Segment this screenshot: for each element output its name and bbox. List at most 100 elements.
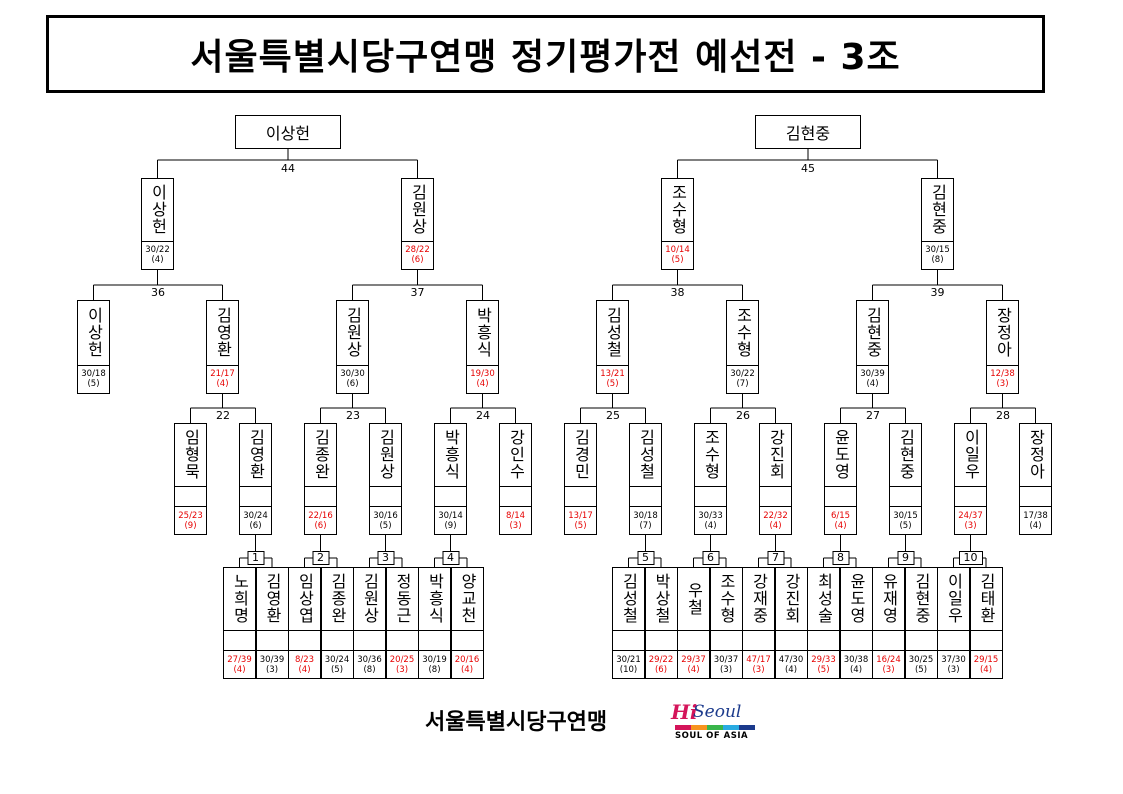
player-score: 24/37 <box>958 510 983 521</box>
match-number: 8 <box>832 551 849 565</box>
player-high-run: (4) <box>1029 520 1042 531</box>
player-score-cell: 30/16(5) <box>370 506 401 534</box>
player-name: 이일우 <box>944 573 964 625</box>
player-blank-cell <box>955 485 986 506</box>
player-high-run: (3) <box>719 664 733 675</box>
player-name-cell: 김현중 <box>857 301 888 365</box>
player-score-cell: 20/16(4) <box>451 650 483 678</box>
player-high-run: (5) <box>574 520 587 531</box>
player-score-cell: 25/23(9) <box>175 506 206 534</box>
match-number: 2 <box>312 551 329 565</box>
player-high-run: (4) <box>769 520 782 531</box>
player-high-run: (5) <box>914 664 928 675</box>
player-card: 조수형 10/14(5) <box>661 178 694 270</box>
player-card: 이일우 37/30(3) <box>937 567 970 679</box>
player-score: 22/16 <box>308 510 333 521</box>
player-high-run: (9) <box>444 520 457 531</box>
match-number: 7 <box>767 551 784 565</box>
player-name: 조수형 <box>668 184 688 236</box>
player-score-cell: 29/15(4) <box>970 650 1002 678</box>
player-blank-cell <box>500 485 531 506</box>
page-title: 서울특별시당구연맹 정기평가전 예선전 - 3조 <box>190 37 901 78</box>
player-name: 김현중 <box>928 184 948 236</box>
player-blank-cell <box>1020 485 1051 506</box>
player-blank-cell <box>240 485 271 506</box>
player-high-run: (6) <box>314 520 327 531</box>
player-name-cell: 장정아 <box>987 301 1018 365</box>
player-score-cell: 30/18(7) <box>630 506 661 534</box>
player-high-run: (6) <box>654 664 668 675</box>
player-name-cell: 임형묵 <box>175 424 206 486</box>
player-score: 30/18 <box>633 510 658 521</box>
player-blank-cell <box>970 629 1002 650</box>
match-number: 5 <box>637 551 654 565</box>
player-score-cell: 30/19(8) <box>419 650 450 678</box>
player-high-run: (4) <box>866 379 879 390</box>
player-name: 박흥식 <box>473 307 493 359</box>
player-score: 19/30 <box>470 369 495 380</box>
player-high-run: (4) <box>298 664 311 675</box>
match-number: 4 <box>442 551 459 565</box>
player-name: 김경민 <box>571 429 591 481</box>
player-name-cell: 정동근 <box>387 568 418 630</box>
player-score: 13/21 <box>600 369 625 380</box>
player-name-cell: 김원상 <box>370 424 401 486</box>
player-score: 29/22 <box>648 654 674 665</box>
player-name: 김원상 <box>376 429 396 481</box>
player-score: 29/33 <box>811 654 836 665</box>
player-name: 김성철 <box>603 307 623 359</box>
player-high-run: (9) <box>184 520 197 531</box>
player-score-cell: 30/15(5) <box>890 506 921 534</box>
player-score: 30/18 <box>81 369 106 380</box>
player-score: 47/30 <box>778 654 804 665</box>
player-score: 20/16 <box>454 654 480 665</box>
match-number: 1 <box>247 551 264 565</box>
player-score-cell: 37/30(3) <box>938 650 969 678</box>
player-name-cell: 강진회 <box>760 424 791 486</box>
player-high-run: (10) <box>619 664 638 675</box>
player-name: 김원상 <box>408 184 428 236</box>
player-score: 22/32 <box>763 510 788 521</box>
player-score-cell: 10/14(5) <box>662 240 693 269</box>
logo-hi-text: Hi <box>671 700 698 724</box>
player-high-run: (3) <box>752 664 765 675</box>
player-name-cell: 김영환 <box>240 424 271 486</box>
player-name-cell: 김영환 <box>207 301 238 365</box>
player-high-run: (4) <box>784 664 798 675</box>
player-blank-cell <box>370 485 401 506</box>
player-score-cell: 13/21(5) <box>597 364 628 393</box>
player-name-cell: 윤도영 <box>841 568 872 630</box>
player-score-cell: 30/14(9) <box>435 506 466 534</box>
player-score-cell: 30/24(6) <box>240 506 271 534</box>
player-score: 25/23 <box>178 510 203 521</box>
player-name-cell: 박상철 <box>646 568 677 630</box>
hi-seoul-logo: Hi Seoul SOUL OF ASIA <box>671 700 761 744</box>
player-score-cell: 16/24(3) <box>873 650 904 678</box>
player-score: 29/15 <box>973 654 999 665</box>
player-score-cell: 29/37(4) <box>678 650 709 678</box>
player-name: 이일우 <box>961 429 981 481</box>
match-number: 45 <box>801 162 815 175</box>
logo-tagline: SOUL OF ASIA <box>675 731 749 741</box>
player-score-cell: 30/30(6) <box>337 364 368 393</box>
player-high-run: (4) <box>460 664 474 675</box>
player-high-run: (3) <box>882 664 895 675</box>
player-high-run: (4) <box>704 520 717 531</box>
match-number: 37 <box>410 286 425 299</box>
player-name-cell: 노희명 <box>224 568 255 630</box>
player-name-cell: 김현중 <box>922 179 953 241</box>
player-name: 강진회 <box>782 573 801 625</box>
player-name: 임상엽 <box>295 573 315 625</box>
player-card: 김성철 13/21(5) <box>596 300 629 394</box>
player-blank-cell <box>678 629 709 650</box>
player-name: 강인수 <box>506 429 526 481</box>
